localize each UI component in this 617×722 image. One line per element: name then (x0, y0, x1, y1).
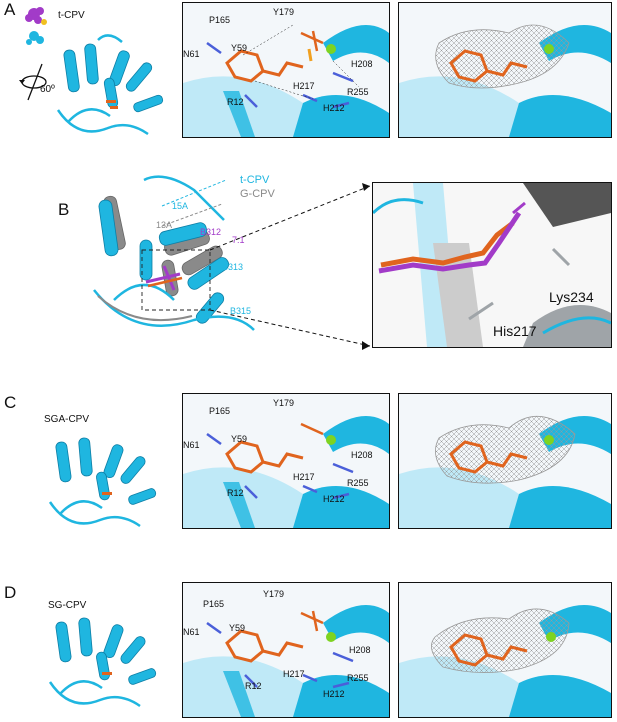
helix-tag-a7: 7.1 (232, 235, 245, 245)
label-n61: N61 (183, 49, 200, 59)
distance-13a: 13A (156, 220, 173, 230)
distance-15a: 15A (172, 201, 189, 211)
panel-b-zoom: Lys234 His217 (372, 182, 612, 348)
rotation-arrow-icon (19, 63, 47, 101)
label-y59: Y59 (231, 434, 248, 444)
panel-d-density-map (398, 582, 612, 718)
panel-a-title: t-CPV (58, 10, 85, 21)
legend-gcpv: G-CPV (240, 188, 275, 200)
label-r12: R12 (227, 97, 244, 107)
label-y179: Y179 (263, 589, 285, 599)
label-h212: H212 (323, 689, 345, 699)
label-h208: H208 (351, 59, 373, 69)
protein-overview-c (48, 437, 157, 528)
panel-c-active-site: P165 Y179 N61 Y59 H208 H217 R255 R12 H21… (182, 393, 390, 529)
panel-c-title: SGA-CPV (44, 414, 90, 425)
protein-overview-d (48, 617, 157, 708)
rotation-label: 60º (40, 84, 55, 95)
label-h208: H208 (351, 450, 373, 460)
label-h217: H217 (293, 472, 315, 482)
label-r255: R255 (347, 673, 369, 683)
protein-overlay-b (93, 175, 255, 331)
panel-letter-d: D (4, 583, 17, 602)
label-p165: P165 (209, 15, 231, 25)
label-r12: R12 (227, 488, 244, 498)
panel-letter-c: C (4, 393, 17, 412)
panel-d-active-site: P165 Y179 N61 Y59 H208 H217 R255 R12 H21… (182, 582, 390, 718)
label-h212: H212 (323, 103, 345, 113)
label-h217: H217 (283, 669, 305, 679)
label-h217: H217 (293, 81, 315, 91)
label-r12: R12 (245, 681, 262, 691)
helix-tag-b312: B312 (200, 227, 222, 237)
residue-his217: His217 (493, 323, 537, 339)
label-n61: N61 (183, 440, 200, 450)
molecule-thumbnail-icon (25, 7, 47, 45)
panel-letter-b: B (58, 200, 70, 219)
label-p165: P165 (209, 406, 231, 416)
protein-overview-a (56, 34, 164, 136)
label-p165: P165 (203, 599, 225, 609)
label-n61: N61 (183, 627, 200, 637)
label-h208: H208 (349, 645, 371, 655)
residue-lys234: Lys234 (549, 289, 594, 305)
panel-a-active-site: P165 Y179 N61 Y59 H208 H217 R255 R12 H21… (182, 2, 390, 138)
panel-d-title: SG-CPV (48, 600, 87, 611)
label-h212: H212 (323, 494, 345, 504)
label-y179: Y179 (273, 7, 295, 17)
panel-letter-a: A (4, 0, 16, 19)
panel-a-density-map (398, 2, 612, 138)
panel-c-density-map (398, 393, 612, 529)
label-y59: Y59 (231, 43, 248, 53)
helix-tag-b313: B313 (222, 262, 244, 272)
label-y59: Y59 (229, 623, 246, 633)
legend-tcpv: t-CPV (240, 174, 270, 186)
label-y179: Y179 (273, 398, 295, 408)
helix-tag-b315: B315 (230, 306, 252, 316)
label-r255: R255 (347, 87, 369, 97)
label-r255: R255 (347, 478, 369, 488)
